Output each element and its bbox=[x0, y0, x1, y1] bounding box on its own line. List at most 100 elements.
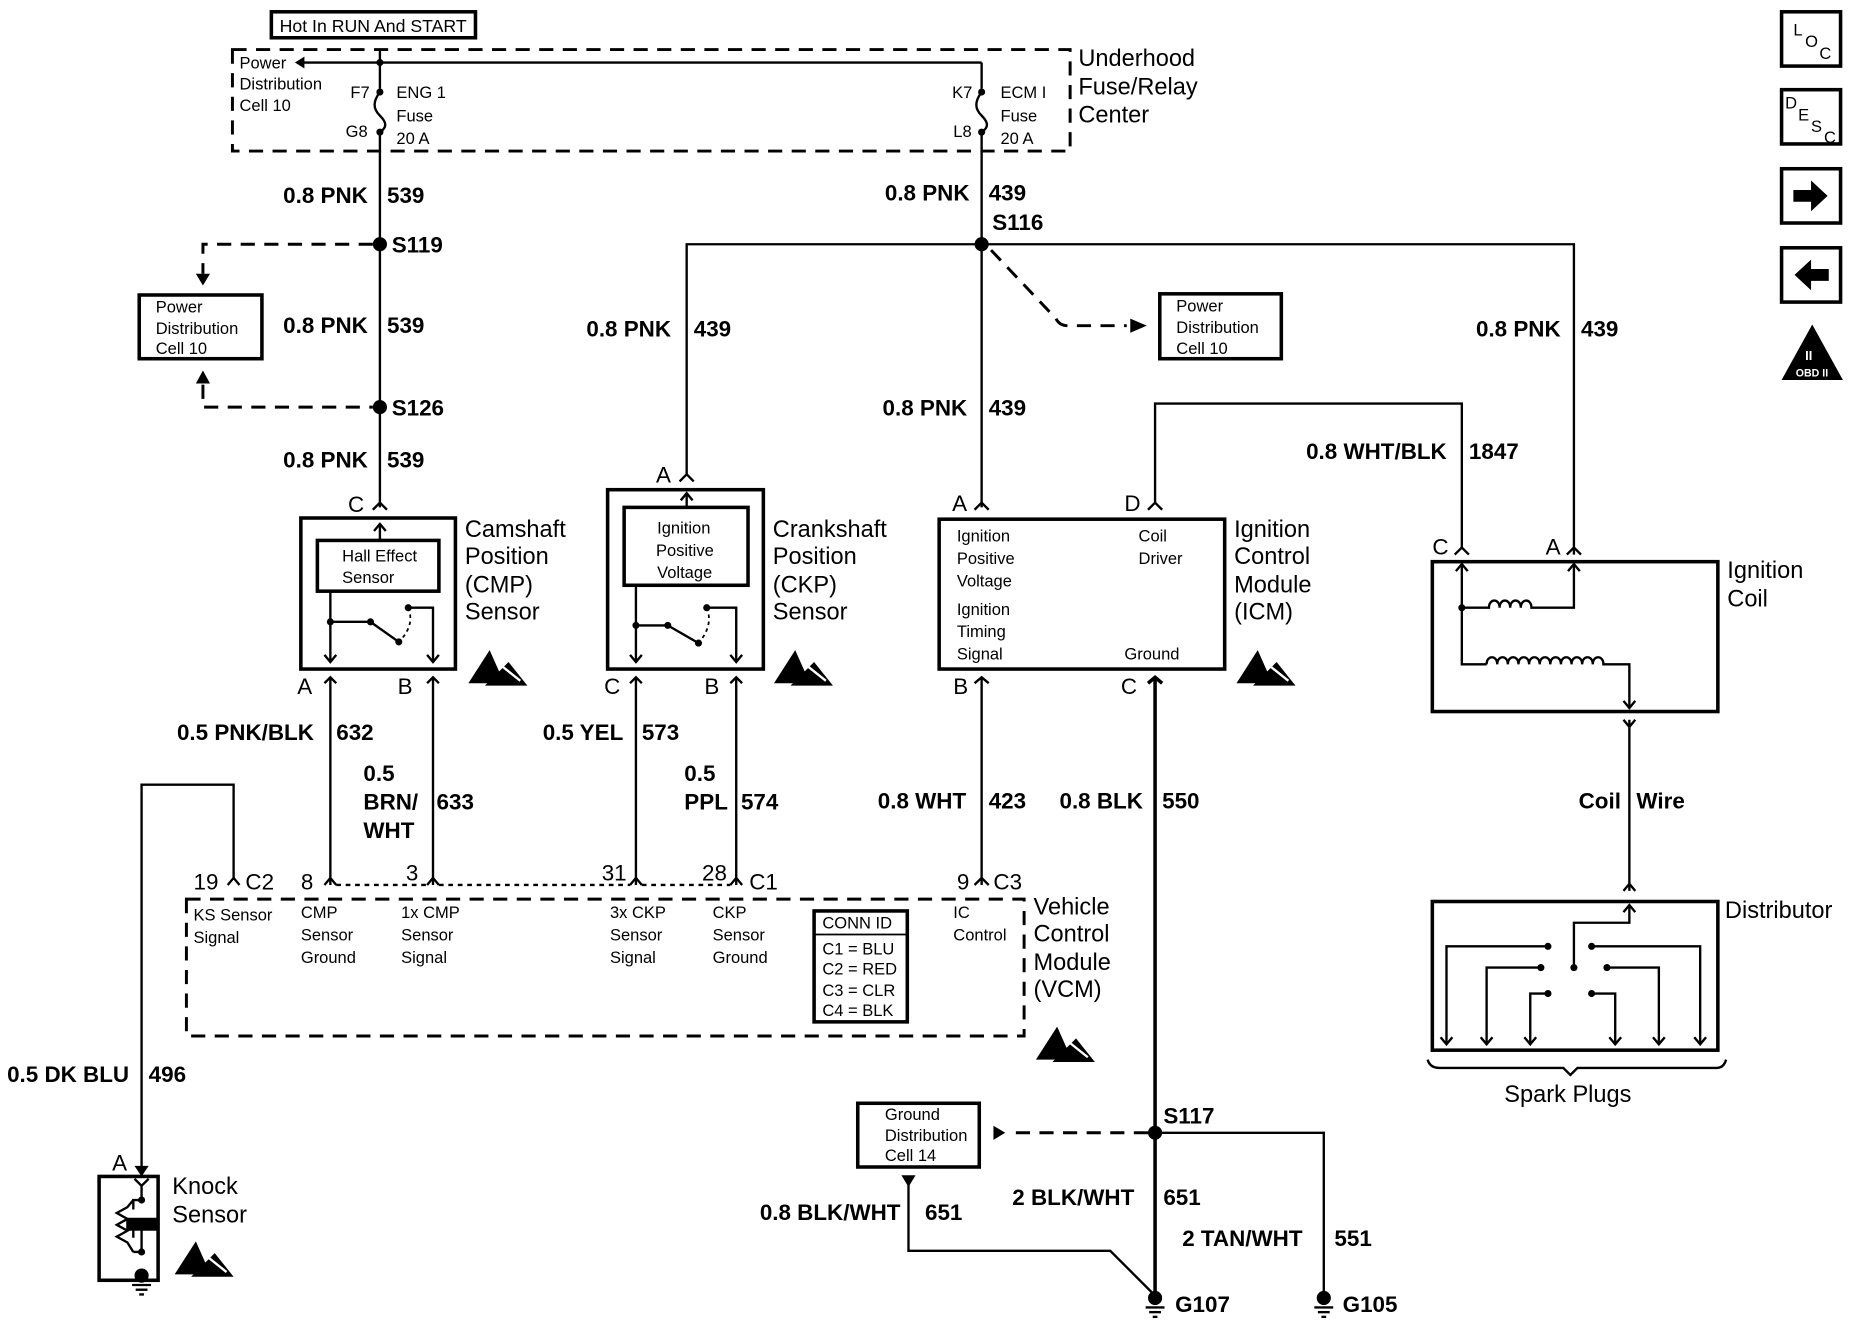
ecm1-fuse[interactable]: K7 L8 ECM I Fuse 20 A bbox=[952, 84, 1046, 148]
svg-text:Power: Power bbox=[1176, 298, 1223, 316]
svg-text:Ground: Ground bbox=[301, 949, 356, 967]
arrow-up-icon bbox=[195, 370, 211, 384]
wire-550[interactable] bbox=[1146, 675, 1164, 1296]
svg-text:(ICM): (ICM) bbox=[1234, 598, 1293, 624]
distributor[interactable]: Distributor Spark Plugs bbox=[1426, 897, 1833, 1107]
svg-text:F7: F7 bbox=[350, 84, 369, 102]
svg-text:0.8 BLK: 0.8 BLK bbox=[1060, 788, 1143, 813]
svg-text:Distribution: Distribution bbox=[885, 1127, 968, 1145]
splice-s119[interactable] bbox=[372, 237, 387, 252]
wire-651-small[interactable] bbox=[907, 1184, 1156, 1297]
svg-text:496: 496 bbox=[149, 1062, 186, 1087]
svg-text:0.8 PNK: 0.8 PNK bbox=[283, 313, 368, 338]
power-distribution-ref-right[interactable]: Power Distribution Cell 10 bbox=[1158, 292, 1284, 361]
wire-551[interactable] bbox=[1155, 1131, 1325, 1296]
esd-warning-icon bbox=[1235, 648, 1297, 687]
ignition-control-module[interactable]: A D Ignition Positive Voltage Ignition T… bbox=[937, 402, 1464, 699]
svg-text:Signal: Signal bbox=[401, 949, 447, 967]
cmp-sensor[interactable]: C Hall Effect Sensor A B Camshaft Positi… bbox=[297, 492, 566, 699]
power-distribution-ref-left[interactable]: Power Distribution Cell 10 bbox=[137, 293, 264, 361]
ground-icon bbox=[1144, 1289, 1166, 1319]
svg-text:Driver: Driver bbox=[1139, 550, 1184, 568]
svg-text:CONN ID: CONN ID bbox=[822, 915, 892, 933]
svg-text:A: A bbox=[1546, 535, 1561, 560]
svg-text:Sensor: Sensor bbox=[610, 926, 663, 944]
wire-1847[interactable] bbox=[1153, 402, 1464, 548]
arrow-right-icon bbox=[1130, 318, 1147, 333]
svg-text:G107: G107 bbox=[1175, 1292, 1230, 1317]
splice-s126[interactable] bbox=[372, 400, 387, 415]
svg-text:0.8 PNK: 0.8 PNK bbox=[883, 395, 968, 420]
svg-text:C: C bbox=[1432, 535, 1448, 560]
svg-text:8: 8 bbox=[301, 870, 313, 895]
svg-text:C3 = CLR: C3 = CLR bbox=[822, 982, 895, 1000]
ckp-sensor[interactable]: A Ignition Positive Voltage C B Cranksha… bbox=[604, 463, 887, 699]
wire-423[interactable] bbox=[973, 675, 990, 885]
conn-id-table: CONN ID C1 = BLU C2 = RED C3 = CLR C4 = … bbox=[812, 909, 910, 1024]
svg-text:Camshaft: Camshaft bbox=[465, 516, 566, 542]
knock-sensor[interactable]: A Knock Sensor bbox=[97, 1151, 247, 1296]
arrow-right-icon bbox=[993, 1125, 1006, 1140]
svg-text:C: C bbox=[604, 674, 620, 699]
desc-button[interactable]: D E S C bbox=[1779, 87, 1843, 147]
svg-text:S126: S126 bbox=[392, 395, 444, 420]
svg-text:IC: IC bbox=[953, 904, 970, 922]
svg-text:Cell 10: Cell 10 bbox=[240, 97, 291, 115]
svg-text:ECM I: ECM I bbox=[1001, 84, 1047, 102]
wire-573[interactable] bbox=[629, 675, 643, 885]
svg-text:1847: 1847 bbox=[1469, 439, 1519, 464]
svg-text:C2: C2 bbox=[245, 870, 274, 895]
svg-text:G105: G105 bbox=[1343, 1292, 1398, 1317]
svg-text:Hot In RUN And START: Hot In RUN And START bbox=[280, 16, 467, 36]
ground-icon bbox=[1313, 1289, 1335, 1319]
svg-text:Timing: Timing bbox=[957, 623, 1006, 641]
svg-text:439: 439 bbox=[989, 181, 1026, 206]
svg-text:B: B bbox=[953, 674, 968, 699]
wire-632[interactable] bbox=[323, 675, 338, 885]
svg-text:E: E bbox=[1798, 106, 1809, 124]
svg-text:C3: C3 bbox=[993, 870, 1022, 895]
svg-text:1x CMP: 1x CMP bbox=[401, 904, 460, 922]
svg-text:S117: S117 bbox=[1163, 1103, 1214, 1128]
prev-page-button[interactable] bbox=[1779, 246, 1843, 304]
wire-496[interactable] bbox=[140, 783, 235, 1175]
svg-text:Fuse/Relay: Fuse/Relay bbox=[1078, 73, 1197, 99]
next-page-button[interactable] bbox=[1779, 166, 1843, 225]
eng1-fuse[interactable]: F7 G8 ENG 1 Fuse 20 A bbox=[346, 49, 446, 148]
svg-text:Control: Control bbox=[1234, 543, 1310, 569]
svg-text:Ignition: Ignition bbox=[957, 528, 1010, 546]
ground-distribution-ref[interactable]: Ground Distribution Cell 14 bbox=[855, 1101, 982, 1169]
svg-text:BRN/: BRN/ bbox=[363, 789, 418, 814]
svg-text:L: L bbox=[1793, 21, 1802, 39]
svg-text:Sensor: Sensor bbox=[342, 569, 395, 587]
svg-text:CKP: CKP bbox=[713, 904, 747, 922]
underhood-fuse-relay-center: Underhood Fuse/Relay Center Power Distri… bbox=[230, 45, 1198, 153]
svg-text:A: A bbox=[297, 674, 312, 699]
svg-text:0.5 PNK/BLK: 0.5 PNK/BLK bbox=[177, 720, 314, 745]
ignition-coil[interactable]: C A Ignition Coil bbox=[1430, 535, 1803, 714]
vehicle-control-module[interactable]: 19 C2 8 3 31 28 C1 9 C3 KS Sensor Signal… bbox=[184, 860, 1111, 1064]
svg-text:0.5: 0.5 bbox=[684, 761, 715, 786]
svg-text:Distribution: Distribution bbox=[156, 320, 239, 338]
svg-text:0.8 BLK/WHT: 0.8 BLK/WHT bbox=[760, 1200, 901, 1225]
svg-text:Hall Effect: Hall Effect bbox=[342, 548, 417, 566]
arrow-down-icon bbox=[901, 1175, 916, 1188]
loc-button[interactable]: L O C bbox=[1779, 10, 1843, 68]
svg-text:(VCM): (VCM) bbox=[1034, 976, 1102, 1002]
arrow-right-icon bbox=[1793, 180, 1828, 212]
svg-text:Positive: Positive bbox=[656, 542, 714, 560]
svg-text:Distribution: Distribution bbox=[1176, 319, 1259, 337]
wire-574[interactable] bbox=[729, 675, 743, 885]
svg-text:Sensor: Sensor bbox=[172, 1201, 247, 1227]
wire-633[interactable] bbox=[426, 675, 440, 885]
svg-text:C: C bbox=[1824, 129, 1836, 147]
svg-text:Ground: Ground bbox=[1124, 646, 1179, 664]
arrow-down-icon bbox=[134, 1165, 149, 1177]
svg-text:Position: Position bbox=[773, 543, 857, 569]
svg-text:573: 573 bbox=[642, 720, 679, 745]
coil-wire[interactable] bbox=[1622, 719, 1637, 891]
svg-text:539: 539 bbox=[387, 447, 424, 472]
svg-text:423: 423 bbox=[989, 788, 1026, 813]
svg-text:Ignition: Ignition bbox=[657, 519, 710, 537]
svg-text:Fuse: Fuse bbox=[1001, 108, 1038, 126]
